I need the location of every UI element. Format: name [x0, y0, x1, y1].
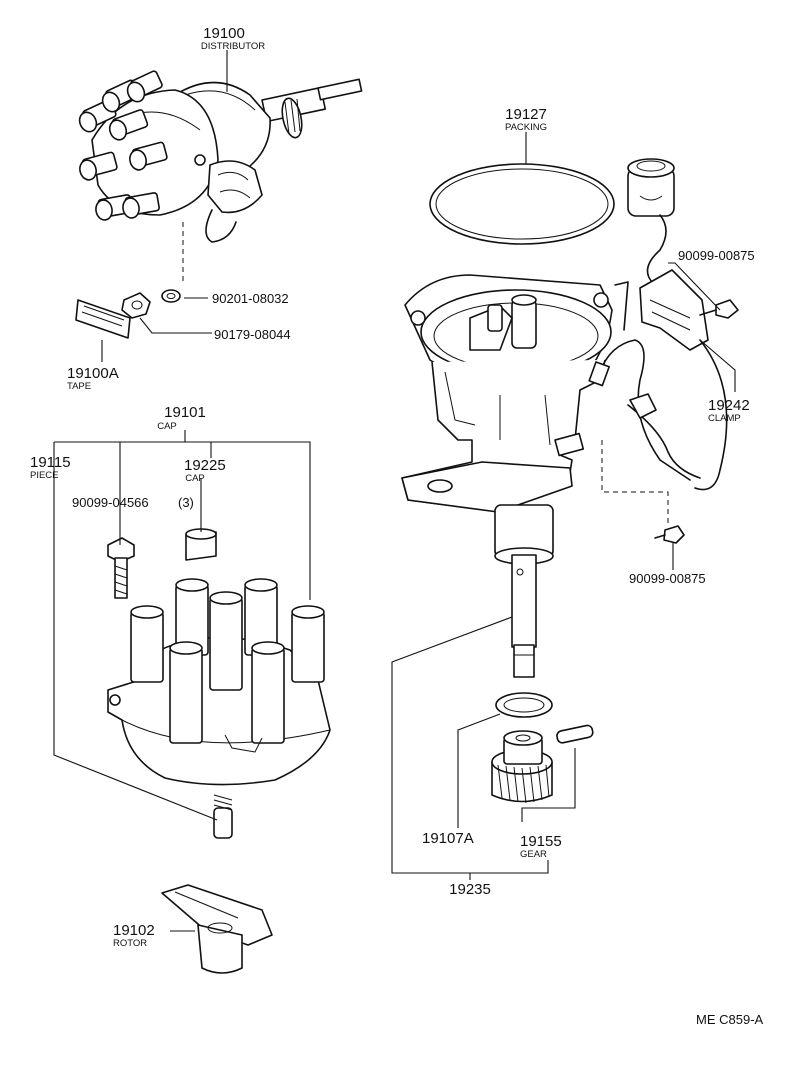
rotor-drawing — [161, 884, 273, 974]
svg-text:90099-00875: 90099-00875 — [678, 248, 755, 263]
distributor-housing-drawing — [401, 274, 691, 678]
label-19100: 19100 DISTRIBUTOR — [201, 25, 265, 52]
clamp-screw-lower-drawing — [654, 525, 685, 544]
gear-pin-drawing — [556, 724, 594, 744]
svg-text:19100: 19100 — [203, 25, 245, 42]
diagram-code: ME C859-A — [696, 1012, 764, 1027]
svg-text:19155: 19155 — [520, 833, 562, 850]
label-19155: 19155 GEAR — [520, 833, 562, 860]
label-19101: 19101 CAP — [157, 404, 206, 432]
packing-ring-drawing — [429, 163, 615, 245]
label-19100A: 19100A TAPE — [67, 365, 119, 392]
label-19107A: 19107A — [422, 830, 474, 847]
label-90099-04566: 90099-04566 (3) — [72, 495, 194, 510]
svg-text:DISTRIBUTOR: DISTRIBUTOR — [201, 41, 265, 52]
svg-text:19102: 19102 — [113, 922, 155, 939]
svg-text:19127: 19127 — [505, 106, 547, 123]
plug-connector-drawing — [627, 158, 675, 283]
gear-drawing — [491, 730, 553, 804]
distributor-cap-drawing — [107, 578, 331, 786]
clamp-drawing — [627, 269, 728, 491]
label-19242: 19242 CLAMP — [708, 397, 750, 424]
label-19127: 19127 PACKING — [505, 106, 547, 133]
label-19235: 19235 — [449, 881, 491, 898]
svg-text:PIECE: PIECE — [30, 470, 59, 481]
svg-text:19107A: 19107A — [422, 830, 474, 847]
svg-text:19100A: 19100A — [67, 365, 119, 382]
carbon-piece-drawing — [213, 794, 233, 839]
svg-text:ME C859-A: ME C859-A — [696, 1012, 764, 1027]
svg-text:(3): (3) — [178, 495, 194, 510]
label-90179-08044: 90179-08044 — [214, 327, 291, 342]
washer-drawing — [161, 289, 181, 303]
clamp-screw-upper-drawing — [699, 299, 739, 319]
leader-lines — [53, 50, 736, 932]
label-90201-08032: 90201-08032 — [212, 291, 289, 306]
o-ring-drawing — [495, 692, 553, 718]
svg-text:90201-08032: 90201-08032 — [212, 291, 289, 306]
svg-text:90099-00875: 90099-00875 — [629, 571, 706, 586]
distributor-assembly-drawing — [78, 70, 363, 285]
svg-text:90179-08044: 90179-08044 — [214, 327, 291, 342]
small-cap-drawing — [185, 528, 217, 561]
svg-text:19101: 19101 — [164, 404, 206, 421]
svg-text:PACKING: PACKING — [505, 122, 547, 133]
svg-text:CAP: CAP — [157, 421, 177, 432]
svg-text:19115: 19115 — [30, 454, 71, 471]
svg-text:GEAR: GEAR — [520, 849, 547, 860]
tape-drawing — [75, 299, 131, 339]
svg-text:ROTOR: ROTOR — [113, 938, 147, 949]
svg-text:90099-04566: 90099-04566 — [72, 495, 149, 510]
cap-bolt-drawing — [107, 537, 135, 599]
nut-drawing — [121, 292, 151, 319]
svg-text:TAPE: TAPE — [67, 381, 91, 392]
label-19225: 19225 CAP — [184, 457, 226, 484]
label-19115: 19115 PIECE — [30, 454, 71, 481]
label-19102: 19102 ROTOR — [113, 922, 155, 949]
svg-text:19242: 19242 — [708, 397, 750, 414]
svg-text:CLAMP: CLAMP — [708, 413, 741, 424]
svg-text:19225: 19225 — [184, 457, 226, 474]
svg-text:CAP: CAP — [185, 473, 205, 484]
label-90099-00875-upper: 90099-00875 — [678, 248, 755, 263]
label-90099-00875-lower: 90099-00875 — [629, 571, 706, 586]
svg-text:19235: 19235 — [449, 881, 491, 898]
